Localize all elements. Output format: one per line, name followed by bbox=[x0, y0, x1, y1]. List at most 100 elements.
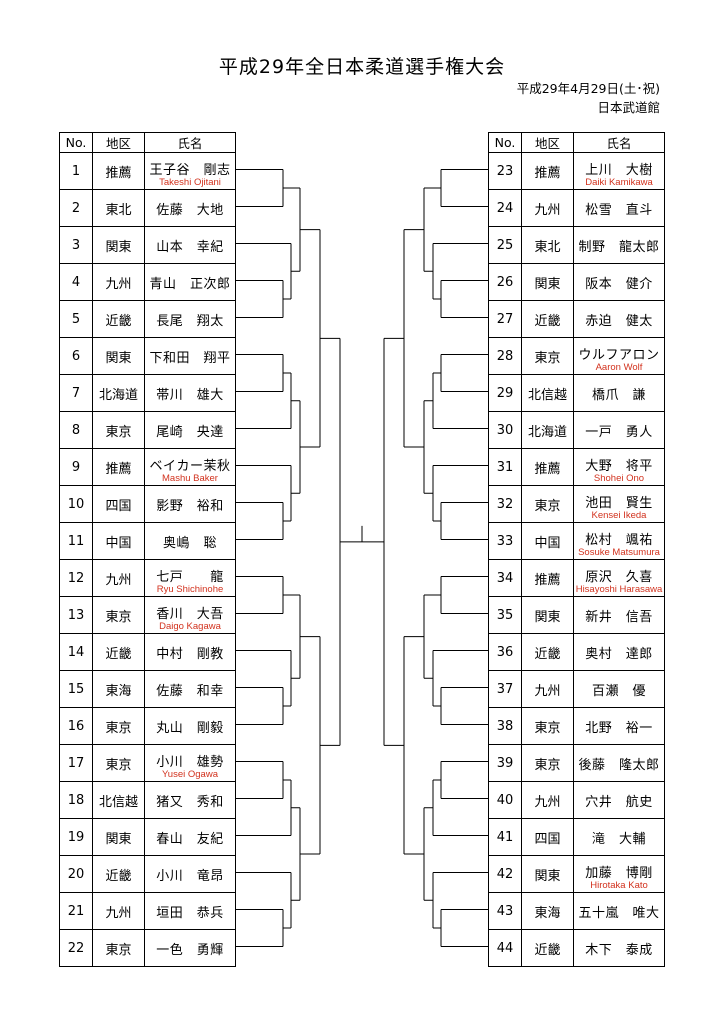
player-name-cell: 尾崎 央達 bbox=[144, 411, 236, 449]
player-name: 新井 信吾 bbox=[585, 609, 653, 625]
player-name: 佐藤 和幸 bbox=[156, 683, 224, 699]
player-number: 11 bbox=[59, 522, 93, 560]
player-number: 38 bbox=[488, 707, 522, 745]
player-region: 東京 bbox=[521, 744, 574, 782]
player-number: 14 bbox=[59, 633, 93, 671]
player-name-cell: 垣田 恭兵 bbox=[144, 892, 236, 930]
player-region: 関東 bbox=[521, 596, 574, 634]
player-region: 東京 bbox=[92, 596, 145, 634]
player-name-cell: 橋爪 謙 bbox=[573, 374, 665, 412]
player-number: 22 bbox=[59, 929, 93, 967]
player-name-cell: 穴井 航史 bbox=[573, 781, 665, 819]
player-name-cell: 一色 勇輝 bbox=[144, 929, 236, 967]
player-number: 27 bbox=[488, 300, 522, 338]
player-name-cell: 一戸 勇人 bbox=[573, 411, 665, 449]
player-romaji: Shohei Ono bbox=[593, 473, 645, 484]
player-name: 赤迫 健太 bbox=[585, 313, 653, 329]
player-name: 北野 裕一 bbox=[585, 720, 653, 736]
player-romaji: Daigo Kagawa bbox=[159, 621, 221, 632]
player-name: 香川 大吾 bbox=[156, 606, 224, 622]
player-name-cell: 小川 竜昂 bbox=[144, 855, 236, 893]
player-name: 池田 賢生 bbox=[585, 495, 653, 511]
player-number: 29 bbox=[488, 374, 522, 412]
player-name: 奥嶋 聡 bbox=[162, 535, 217, 551]
player-number: 8 bbox=[59, 411, 93, 449]
player-name: 松村 颯祐 bbox=[585, 532, 653, 548]
player-name: 尾崎 央達 bbox=[156, 424, 224, 440]
player-name-cell: 滝 大輔 bbox=[573, 818, 665, 856]
player-region: 東京 bbox=[521, 337, 574, 375]
player-romaji: Ryu Shichinohe bbox=[156, 584, 224, 595]
player-name: 中村 剛教 bbox=[156, 646, 224, 662]
player-region: 東京 bbox=[92, 707, 145, 745]
player-name: 丸山 剛毅 bbox=[156, 720, 224, 736]
player-number: 28 bbox=[488, 337, 522, 375]
player-name: 佐藤 大地 bbox=[156, 202, 224, 218]
event-venue: 日本武道館 bbox=[597, 100, 660, 115]
player-romaji: Takeshi Ojitani bbox=[159, 177, 221, 188]
player-region: 東京 bbox=[92, 411, 145, 449]
player-name: 影野 裕和 bbox=[156, 498, 224, 514]
player-name: 一戸 勇人 bbox=[585, 424, 653, 440]
player-name-cell: 木下 泰成 bbox=[573, 929, 665, 967]
player-number: 7 bbox=[59, 374, 93, 412]
table-header-row: No. 地区 氏名 bbox=[488, 132, 665, 153]
player-name: 奥村 達郎 bbox=[585, 646, 653, 662]
player-name: 春山 友紀 bbox=[156, 831, 224, 847]
player-name: 松雪 直斗 bbox=[585, 202, 653, 218]
player-romaji: Yusei Ogawa bbox=[162, 769, 218, 780]
player-number: 1 bbox=[59, 152, 93, 190]
player-name: 山本 幸紀 bbox=[156, 239, 224, 255]
player-name: 王子谷 剛志 bbox=[149, 162, 231, 178]
player-region: 四国 bbox=[92, 485, 145, 523]
player-name: 猪又 秀和 bbox=[156, 794, 224, 810]
player-name-cell: 北野 裕一 bbox=[573, 707, 665, 745]
player-name: 垣田 恭兵 bbox=[156, 905, 224, 921]
player-number: 35 bbox=[488, 596, 522, 634]
player-name: 後藤 隆太郎 bbox=[578, 757, 660, 773]
player-name: 制野 龍太郎 bbox=[578, 239, 660, 255]
player-region: 九州 bbox=[92, 892, 145, 930]
player-number: 32 bbox=[488, 485, 522, 523]
column-header-no: No. bbox=[488, 132, 522, 153]
column-header-name: 氏名 bbox=[573, 132, 665, 153]
player-name-cell: 阪本 健介 bbox=[573, 263, 665, 301]
event-date: 平成29年4月29日(土･祝) bbox=[516, 81, 660, 96]
player-name: 橋爪 謙 bbox=[591, 387, 646, 403]
player-name: 上川 大樹 bbox=[585, 162, 653, 178]
player-romaji: Sosuke Matsumura bbox=[578, 547, 660, 558]
player-number: 24 bbox=[488, 189, 522, 227]
player-name-cell: 佐藤 和幸 bbox=[144, 670, 236, 708]
column-header-name: 氏名 bbox=[144, 132, 236, 153]
player-name: 下和田 翔平 bbox=[149, 350, 231, 366]
player-region: 近畿 bbox=[92, 855, 145, 893]
player-region: 北信越 bbox=[92, 781, 145, 819]
